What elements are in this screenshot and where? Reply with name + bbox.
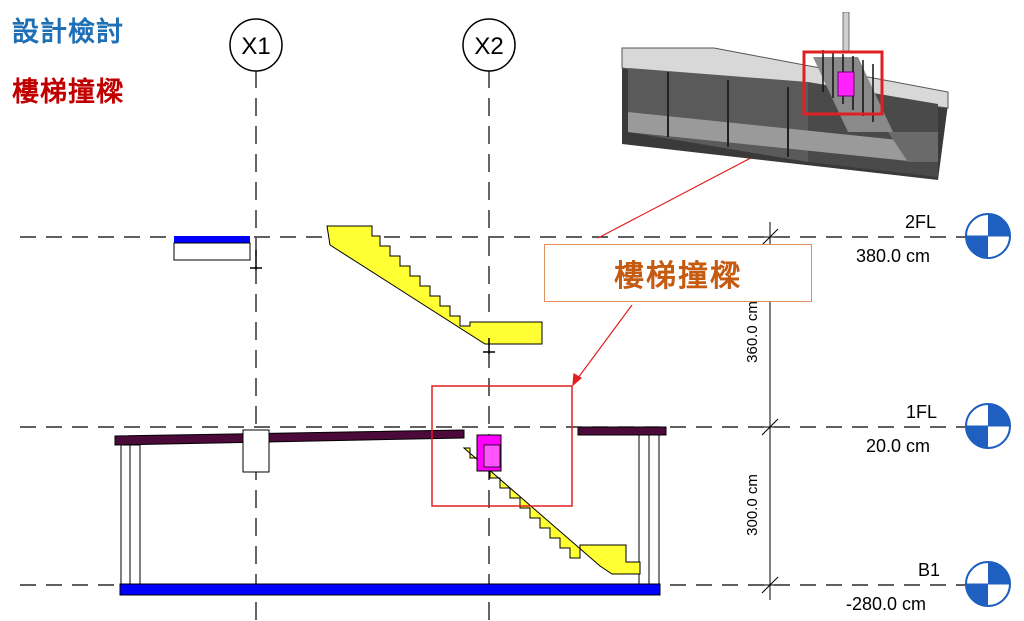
level-elevation-2fl: 380.0 cm — [856, 246, 931, 266]
slab-2fl-left — [173, 236, 262, 270]
grid-bubble-x2[interactable]: X2 — [462, 18, 516, 72]
dimension-text-lower: 300.0 cm — [744, 474, 761, 536]
level-name-b1: B1 — [918, 560, 941, 580]
wall-left — [120, 444, 141, 586]
upper-stair — [326, 225, 543, 354]
model-highlight-box — [802, 50, 884, 116]
level-head-2fl[interactable] — [965, 213, 1011, 259]
grid-label-x1: X1 — [241, 33, 270, 60]
grid-bubble-x1[interactable]: X1 — [229, 18, 283, 72]
level-head-1fl[interactable] — [965, 403, 1011, 449]
slab-b1 — [119, 583, 661, 596]
grid-lines — [255, 70, 490, 621]
callout-label: 樓梯撞樑 — [544, 244, 812, 302]
title-stair-beam-clash: 樓梯撞樑 — [12, 77, 124, 108]
dimension-text-upper: 360.0 cm — [744, 301, 761, 363]
clash-highlight-box — [431, 385, 573, 507]
level-elevation-1fl: 20.0 cm — [866, 436, 931, 456]
title-design-review: 設計檢討 — [12, 17, 124, 48]
model-3d-view — [621, 12, 949, 180]
level-name-2fl: 2FL — [905, 212, 937, 232]
level-head-b1[interactable] — [965, 561, 1011, 607]
beam-1fl-left — [114, 429, 465, 446]
level-lines — [20, 236, 970, 586]
column-x1-1fl — [242, 429, 270, 473]
callout-text: 樓梯撞樑 — [614, 259, 742, 294]
beam-1fl-right — [577, 426, 667, 436]
level-name-1fl: 1FL — [906, 402, 938, 422]
wall-right — [638, 434, 660, 586]
grid-label-x2: X2 — [474, 33, 503, 60]
clash-element — [476, 434, 502, 472]
level-elevation-b1: -280.0 cm — [846, 594, 927, 614]
